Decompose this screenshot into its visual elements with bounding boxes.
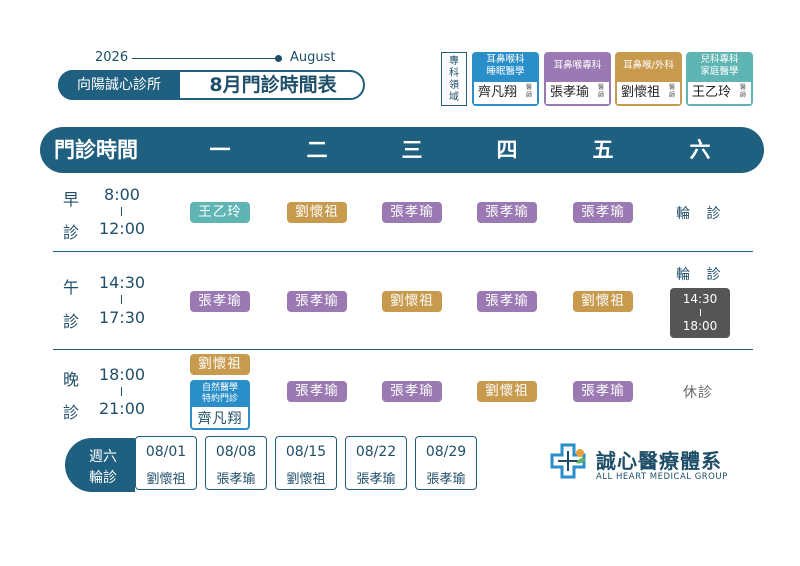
legend-doctor-name: 齊凡翔: [478, 85, 518, 100]
time-range-tick: [700, 309, 701, 316]
cross-logo-icon: [550, 443, 586, 479]
time-range-tick: [121, 387, 122, 396]
year-divider-line: [132, 58, 277, 59]
natural-medicine-doctor: 齊凡翔: [197, 411, 243, 427]
clinic-hours-header: 門診時間: [54, 138, 138, 162]
rotation-doctor: 劉懷祖: [286, 472, 326, 487]
evening-tue-doctor: 張孝瑜: [287, 381, 347, 402]
schedule-header-bar: [40, 127, 764, 173]
session-morning-label-top: 早: [63, 190, 80, 209]
rotation-item: 08/08 張孝瑜: [205, 436, 267, 490]
legend-doctor-suffix: 醫師: [740, 84, 747, 99]
afternoon-mon-doctor: 張孝瑜: [190, 291, 250, 312]
rotation-date: 08/01: [145, 444, 187, 460]
legend-doctor-liu: 耳鼻喉/外科 劉懷祖醫師: [615, 52, 682, 106]
legend-doctor-suffix: 醫師: [526, 84, 533, 99]
clinic-name: 向陽誠心診所: [58, 70, 180, 100]
legend-doctor-suffix: 醫師: [598, 84, 605, 99]
day-mon: 一: [209, 138, 231, 162]
session-morning-start: 8:00: [104, 185, 140, 204]
session-morning-label-bottom: 診: [63, 223, 80, 242]
month-english-label: August: [290, 50, 336, 65]
evening-sat-closed: 休診: [683, 385, 713, 401]
legend-specialty: 兒科專科 家庭醫學: [700, 54, 739, 77]
rotation-date: 08/22: [355, 444, 397, 460]
afternoon-thu-doctor: 張孝瑜: [477, 291, 537, 312]
morning-sat-rotation: 輪 診: [676, 206, 727, 222]
legend-label: 專科領域: [441, 52, 467, 106]
rotation-doctor: 劉懷祖: [146, 472, 186, 487]
rotation-doctor: 張孝瑜: [356, 472, 396, 487]
evening-fri-doctor: 張孝瑜: [573, 381, 633, 402]
saturday-rotation-tab: 週六 輪診: [65, 438, 135, 492]
legend-doctor-name: 張孝瑜: [550, 85, 590, 100]
afternoon-tue-doctor: 張孝瑜: [287, 291, 347, 312]
year-divider-dot: [275, 55, 282, 62]
session-evening-start: 18:00: [98, 365, 146, 384]
session-morning-end: 12:00: [98, 219, 146, 238]
day-sat: 六: [689, 138, 711, 162]
legend-label-text: 專科領域: [449, 56, 459, 103]
group-logo-chinese: 誠心醫療體系: [596, 449, 722, 473]
morning-wed-doctor: 張孝瑜: [382, 202, 442, 223]
legend-doctor-wang: 兒科專科 家庭醫學 王乙玲醫師: [686, 52, 753, 106]
evening-wed-doctor: 張孝瑜: [382, 381, 442, 402]
legend-doctor-name: 劉懷祖: [621, 85, 661, 100]
legend-specialty: 耳鼻喉/外科: [623, 60, 674, 71]
group-logo-english: ALL HEART MEDICAL GROUP: [596, 472, 728, 482]
session-evening-end: 21:00: [98, 399, 146, 418]
legend-doctor-suffix: 醫師: [669, 84, 676, 99]
legend-doctor-qi: 耳鼻喉科 睡眠醫學 齊凡翔醫師: [472, 52, 539, 106]
row-divider: [53, 349, 753, 350]
time-range-tick: [121, 207, 122, 216]
evening-thu-doctor: 劉懷祖: [477, 381, 537, 402]
day-tue: 二: [306, 138, 328, 162]
morning-mon-doctor: 王乙玲: [190, 202, 250, 223]
afternoon-fri-doctor: 劉懷祖: [573, 291, 633, 312]
rotation-item: 08/29 張孝瑜: [415, 436, 477, 490]
session-evening-label-bottom: 診: [63, 403, 80, 422]
session-afternoon-label-bottom: 診: [63, 312, 80, 331]
session-afternoon-label-top: 午: [63, 278, 80, 297]
rotation-item: 08/22 張孝瑜: [345, 436, 407, 490]
rotation-date: 08/08: [215, 444, 257, 460]
schedule-title: 8月門診時間表: [209, 74, 337, 96]
legend-doctor-zhang: 耳鼻喉專科 張孝瑜醫師: [544, 52, 611, 106]
session-evening-label-top: 晚: [63, 370, 80, 389]
time-range-tick: [121, 295, 122, 304]
morning-tue-doctor: 劉懷祖: [287, 202, 347, 223]
sat-hours-start: 14:30: [682, 292, 718, 306]
sat-afternoon-hours-box: 14:30 18:00: [670, 288, 730, 338]
day-fri: 五: [592, 138, 614, 162]
rotation-item: 08/15 劉懷祖: [275, 436, 337, 490]
row-divider: [53, 251, 753, 252]
day-thu: 四: [496, 138, 518, 162]
rotation-date: 08/15: [285, 444, 327, 460]
morning-fri-doctor: 張孝瑜: [573, 202, 633, 223]
legend-specialty: 耳鼻喉專科: [553, 60, 602, 71]
morning-thu-doctor: 張孝瑜: [477, 202, 537, 223]
session-afternoon-end: 17:30: [98, 308, 146, 327]
rotation-item: 08/01 劉懷祖: [135, 436, 197, 490]
afternoon-sat-rotation: 輪 診: [676, 267, 727, 283]
rotation-doctor: 張孝瑜: [426, 472, 466, 487]
rotation-label-bottom: 輪診: [89, 470, 117, 486]
natural-medicine-clinic-box: 自然醫學 特約門診 齊凡翔: [190, 380, 250, 430]
natural-medicine-title: 自然醫學 特約門診: [192, 382, 248, 407]
afternoon-wed-doctor: 劉懷祖: [382, 291, 442, 312]
rotation-doctor: 張孝瑜: [216, 472, 256, 487]
legend-doctor-name: 王乙玲: [692, 85, 732, 100]
legend-specialty: 耳鼻喉科 睡眠醫學: [486, 54, 525, 77]
evening-mon-doctor: 劉懷祖: [190, 354, 250, 375]
sat-hours-end: 18:00: [682, 319, 718, 333]
day-wed: 三: [401, 138, 423, 162]
rotation-date: 08/29: [425, 444, 467, 460]
session-afternoon-start: 14:30: [98, 273, 146, 292]
rotation-label-top: 週六: [89, 449, 117, 465]
year-label: 2026: [95, 50, 129, 65]
